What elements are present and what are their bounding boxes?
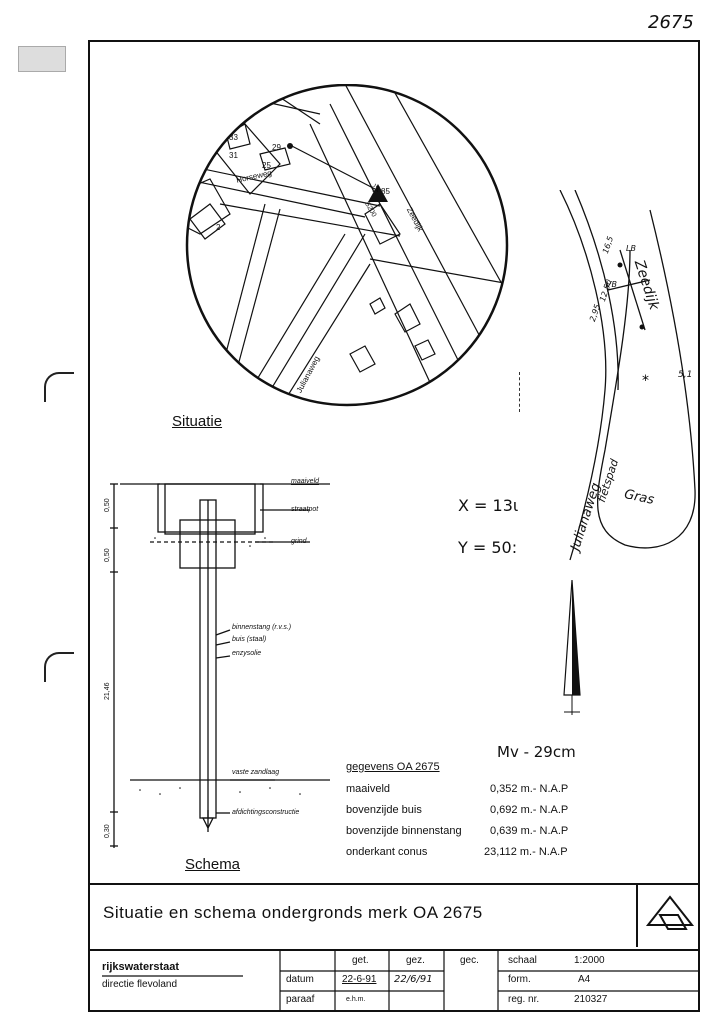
row-label-datum: datum bbox=[286, 974, 314, 985]
hand-sketch: * bbox=[559, 190, 696, 561]
reg-value: 210327 bbox=[574, 994, 608, 1005]
gegevens-row-value: 23,112 m.- N.A.P bbox=[484, 846, 568, 858]
house-number: 31 bbox=[229, 151, 238, 160]
gez-datum: 22/6/91 bbox=[394, 974, 433, 985]
house-number: 2 bbox=[216, 223, 221, 232]
get-datum: 22-6-91 bbox=[342, 974, 377, 985]
rijkswaterstaat-logo-icon bbox=[645, 895, 695, 930]
logo-box bbox=[636, 885, 702, 947]
gegevens-row-value: 0,639 m.- N.A.P bbox=[490, 825, 569, 837]
drawing-frame bbox=[88, 40, 700, 1012]
gegevens-row-value: 0,692 m.- N.A.P bbox=[490, 804, 569, 816]
col-gec: gec. bbox=[460, 955, 479, 966]
gegevens-row-label: onderkant conus bbox=[346, 846, 428, 858]
coord-y: Y = 50: bbox=[458, 538, 518, 557]
schaal-value: 1:2000 bbox=[574, 955, 605, 966]
house-number: 33 bbox=[229, 133, 238, 142]
north-arrow-icon bbox=[563, 580, 581, 715]
schema-label: Schema bbox=[185, 856, 241, 873]
form-value: A4 bbox=[578, 974, 591, 985]
title-block-grid bbox=[102, 951, 700, 1012]
schema-label-grind: grind bbox=[291, 538, 307, 545]
schaal-label: schaal bbox=[508, 955, 537, 966]
mv-note: Mv - 29cm bbox=[497, 743, 576, 761]
col-get: get. bbox=[352, 955, 369, 966]
schema-label-buis: buis (staal) bbox=[232, 636, 267, 643]
house-number: 25 bbox=[262, 161, 271, 170]
dept-name: directie flevoland bbox=[102, 979, 178, 990]
sketch-label: VB bbox=[606, 280, 617, 289]
punch-hole-mark bbox=[44, 652, 74, 682]
drawing-title: Situatie en schema ondergronds merk OA 2… bbox=[103, 903, 483, 922]
gegevens-row-label: bovenzijde binnenstang bbox=[346, 825, 462, 837]
schema-label-enzysolie: enzysolie bbox=[232, 650, 262, 657]
coord-x: X = 13ι bbox=[458, 496, 519, 515]
benchmark-marker bbox=[368, 184, 388, 202]
schema-label-straatpot: straatpot bbox=[291, 506, 319, 513]
reg-label: reg. nr. bbox=[508, 994, 540, 1005]
gegevens-row-label: bovenzijde buis bbox=[346, 804, 422, 816]
get-paraaf: e.h.m. bbox=[346, 996, 366, 1003]
schema-label-maaiveld: maaiveld bbox=[291, 478, 320, 485]
marker-label: 85 bbox=[381, 187, 390, 196]
schema-label-binnenstang: binnenstang (r.v.s.) bbox=[232, 624, 292, 631]
org-name: rijkswaterstaat bbox=[102, 961, 180, 973]
row-label-paraaf: paraaf bbox=[286, 994, 315, 1005]
sketch-label: 5,1 bbox=[678, 370, 693, 380]
dim-label: 21,46 bbox=[104, 682, 111, 700]
scan-artifact bbox=[18, 46, 66, 72]
title-block: rijkswaterstaat directie flevoland datum… bbox=[88, 949, 700, 1012]
dim-label: 0,30 bbox=[104, 824, 111, 838]
situation-map: ☆ bbox=[185, 84, 509, 407]
col-gez: gez. bbox=[406, 955, 425, 966]
dim-label: 0,50 bbox=[104, 548, 111, 562]
schema-label-afdichting: afdichtingsconstructie bbox=[232, 809, 300, 816]
gegevens-title: gegevens OA 2675 bbox=[346, 761, 440, 773]
title-box bbox=[88, 883, 700, 949]
schema-drawing bbox=[110, 483, 330, 848]
house-number: 29 bbox=[272, 143, 281, 152]
punch-hole-mark bbox=[44, 372, 74, 402]
gegevens-row-value: 0,352 m.- N.A.P bbox=[490, 783, 569, 795]
scribble-mark bbox=[519, 372, 526, 412]
svg-text:☆: ☆ bbox=[370, 181, 381, 195]
schema-label-vaste-zandlaag: vaste zandlaag bbox=[232, 769, 280, 776]
situatie-label: Situatie bbox=[172, 413, 223, 430]
sketch-label: LB bbox=[626, 244, 636, 253]
gegevens-row-label: maaiveld bbox=[346, 783, 391, 795]
dim-label: 0,50 bbox=[104, 498, 111, 512]
form-label: form. bbox=[508, 974, 531, 985]
page-number: 2675 bbox=[648, 12, 694, 33]
svg-text:*: * bbox=[642, 373, 649, 389]
